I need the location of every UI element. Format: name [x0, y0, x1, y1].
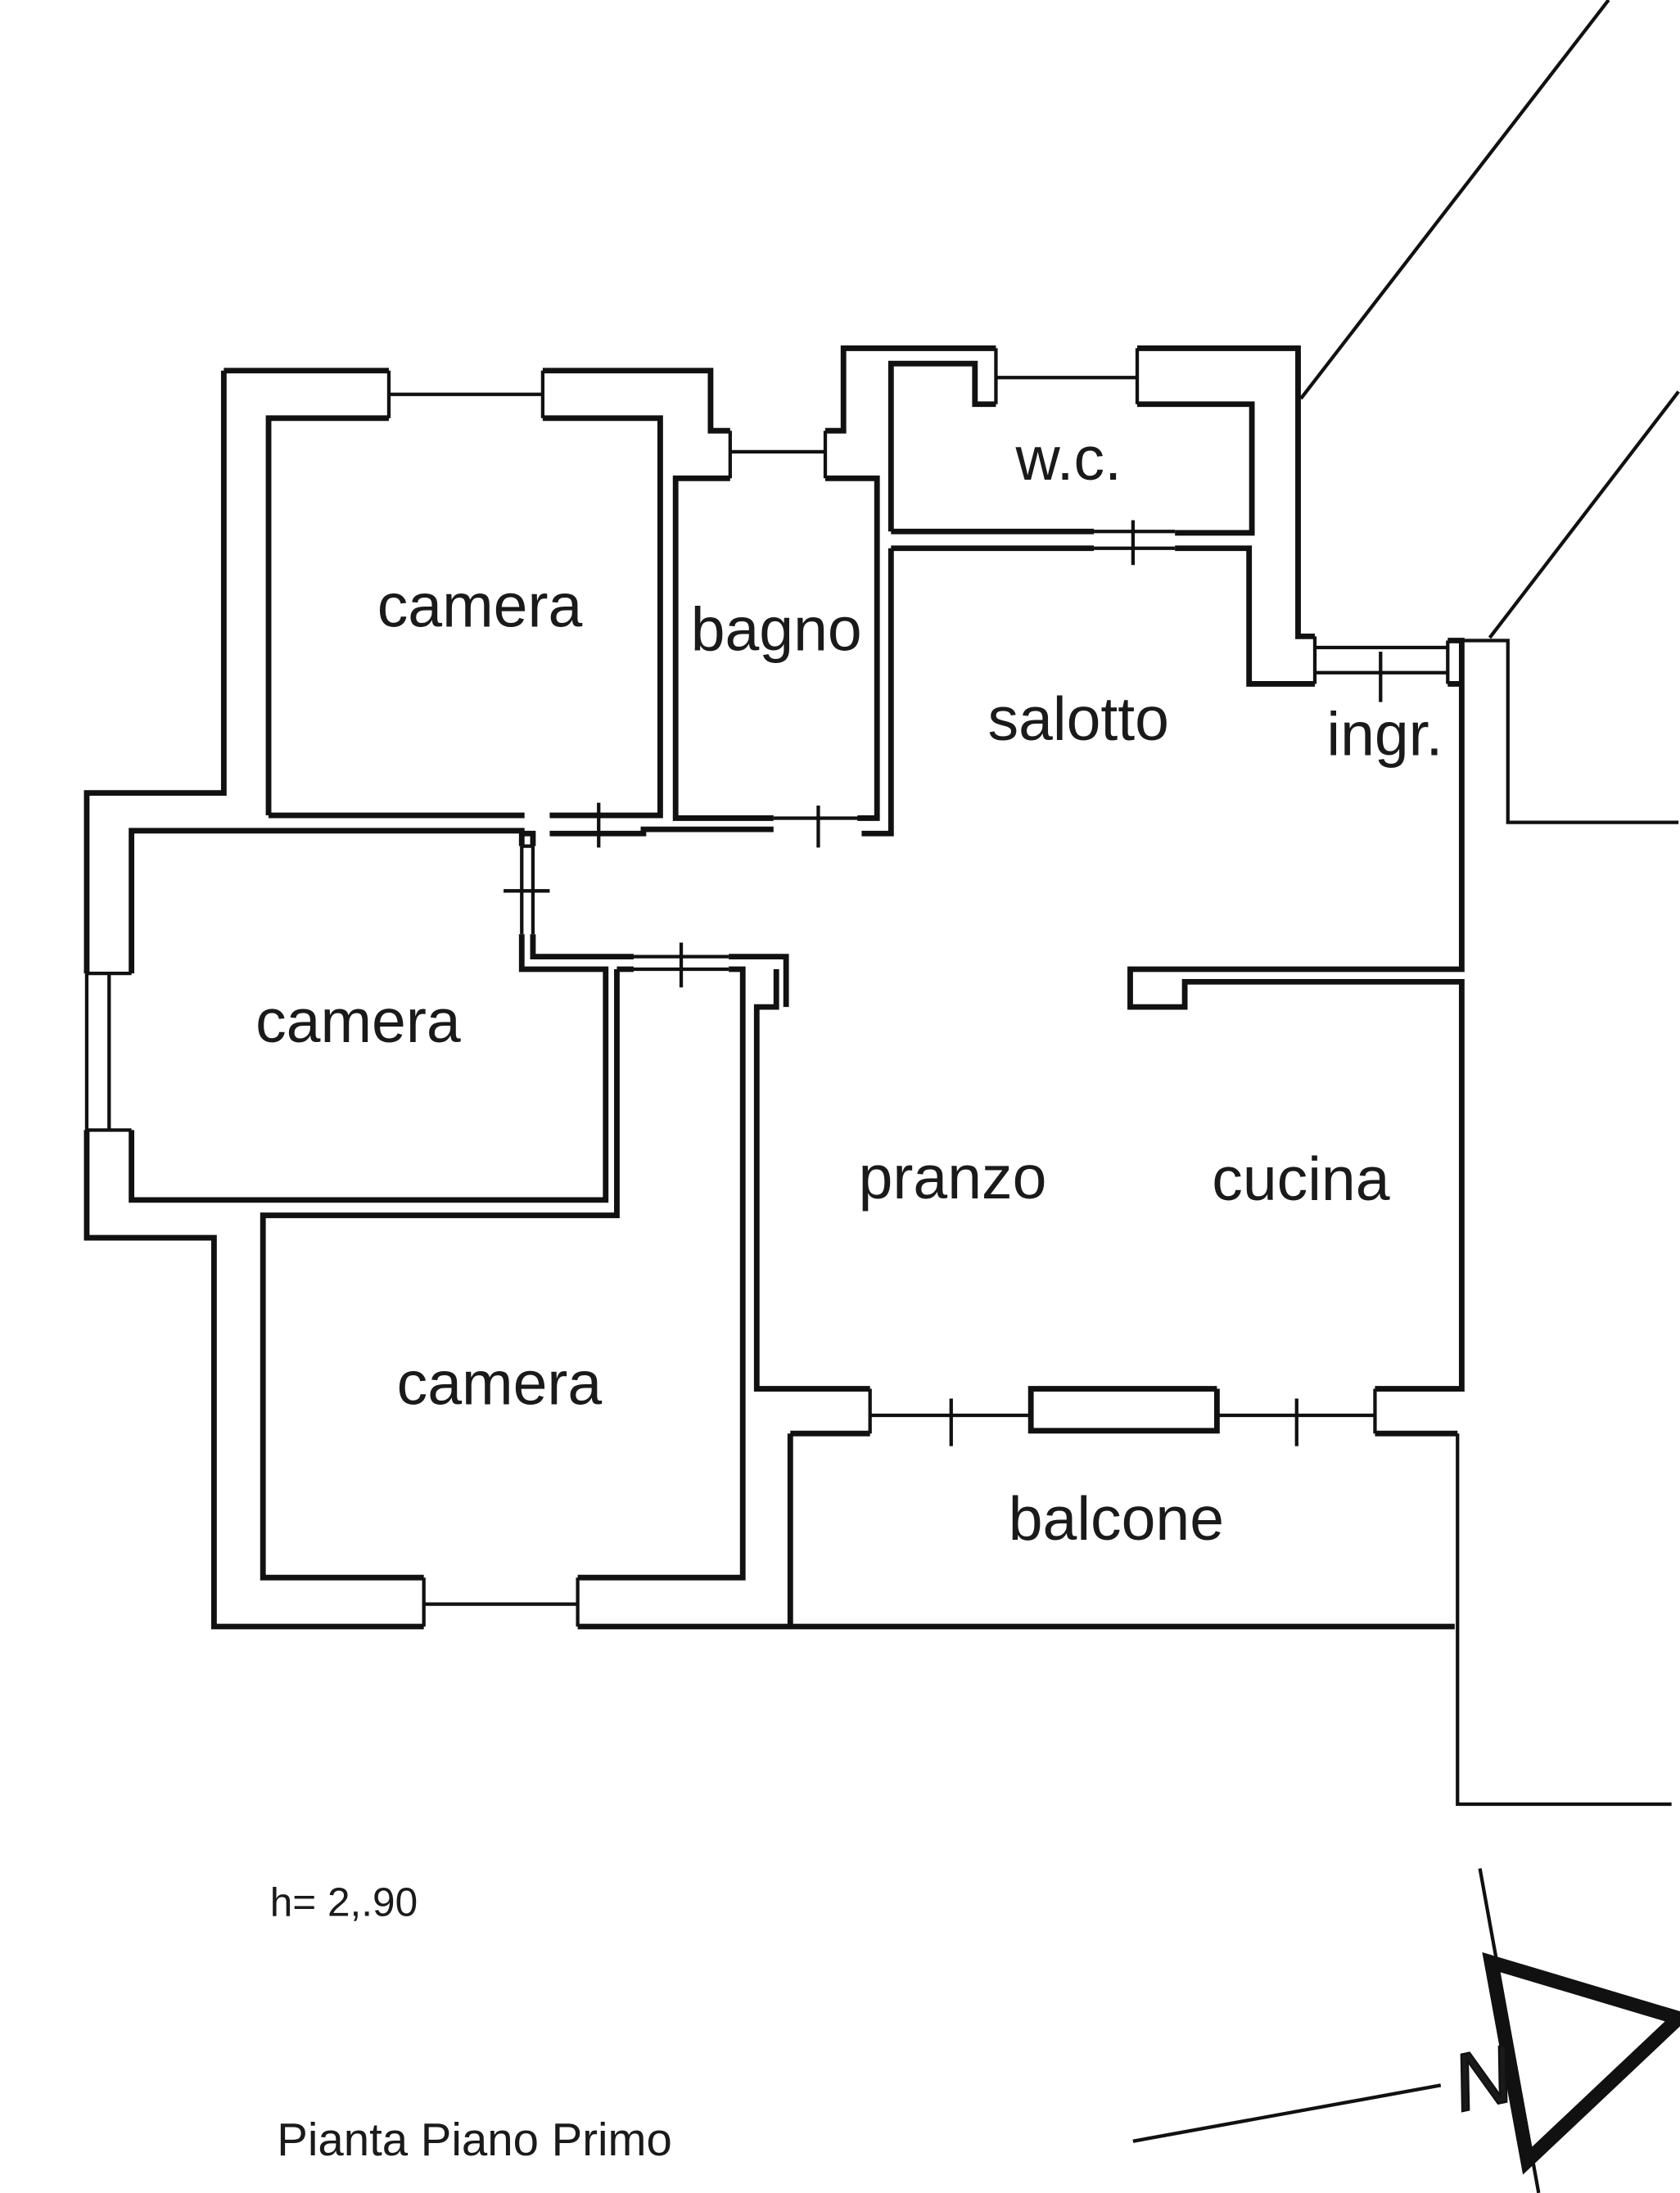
- north-arrow-icon: N: [1132, 1868, 1680, 2193]
- room-label-camera-1: camera: [377, 571, 583, 639]
- room-labels: camera bagno w.c. salotto ingr. camera p…: [255, 424, 1443, 1553]
- room-label-pranzo: pranzo: [859, 1143, 1047, 1212]
- room-label-ingresso: ingr.: [1326, 700, 1443, 769]
- windows: [84, 348, 1140, 1627]
- outer-walls: [84, 345, 1465, 1630]
- drawing-title: Pianta Piano Primo: [277, 2114, 672, 2165]
- room-label-wc: w.c.: [1015, 424, 1122, 493]
- height-note: h= 2,.90: [270, 1880, 418, 1925]
- room-label-balcone: balcone: [1009, 1484, 1224, 1553]
- room-label-camera-3: camera: [397, 1348, 603, 1417]
- room-walls: [84, 348, 1462, 1627]
- plan-drawing: camera bagno w.c. salotto ingr. camera p…: [84, 0, 1680, 2193]
- room-label-salotto: salotto: [988, 684, 1169, 753]
- room-label-camera-2: camera: [255, 986, 461, 1055]
- room-label-bagno: bagno: [691, 594, 862, 663]
- adjacent-lines: [1299, 0, 1680, 1807]
- room-label-cucina: cucina: [1212, 1144, 1389, 1213]
- doors: [504, 520, 1450, 1446]
